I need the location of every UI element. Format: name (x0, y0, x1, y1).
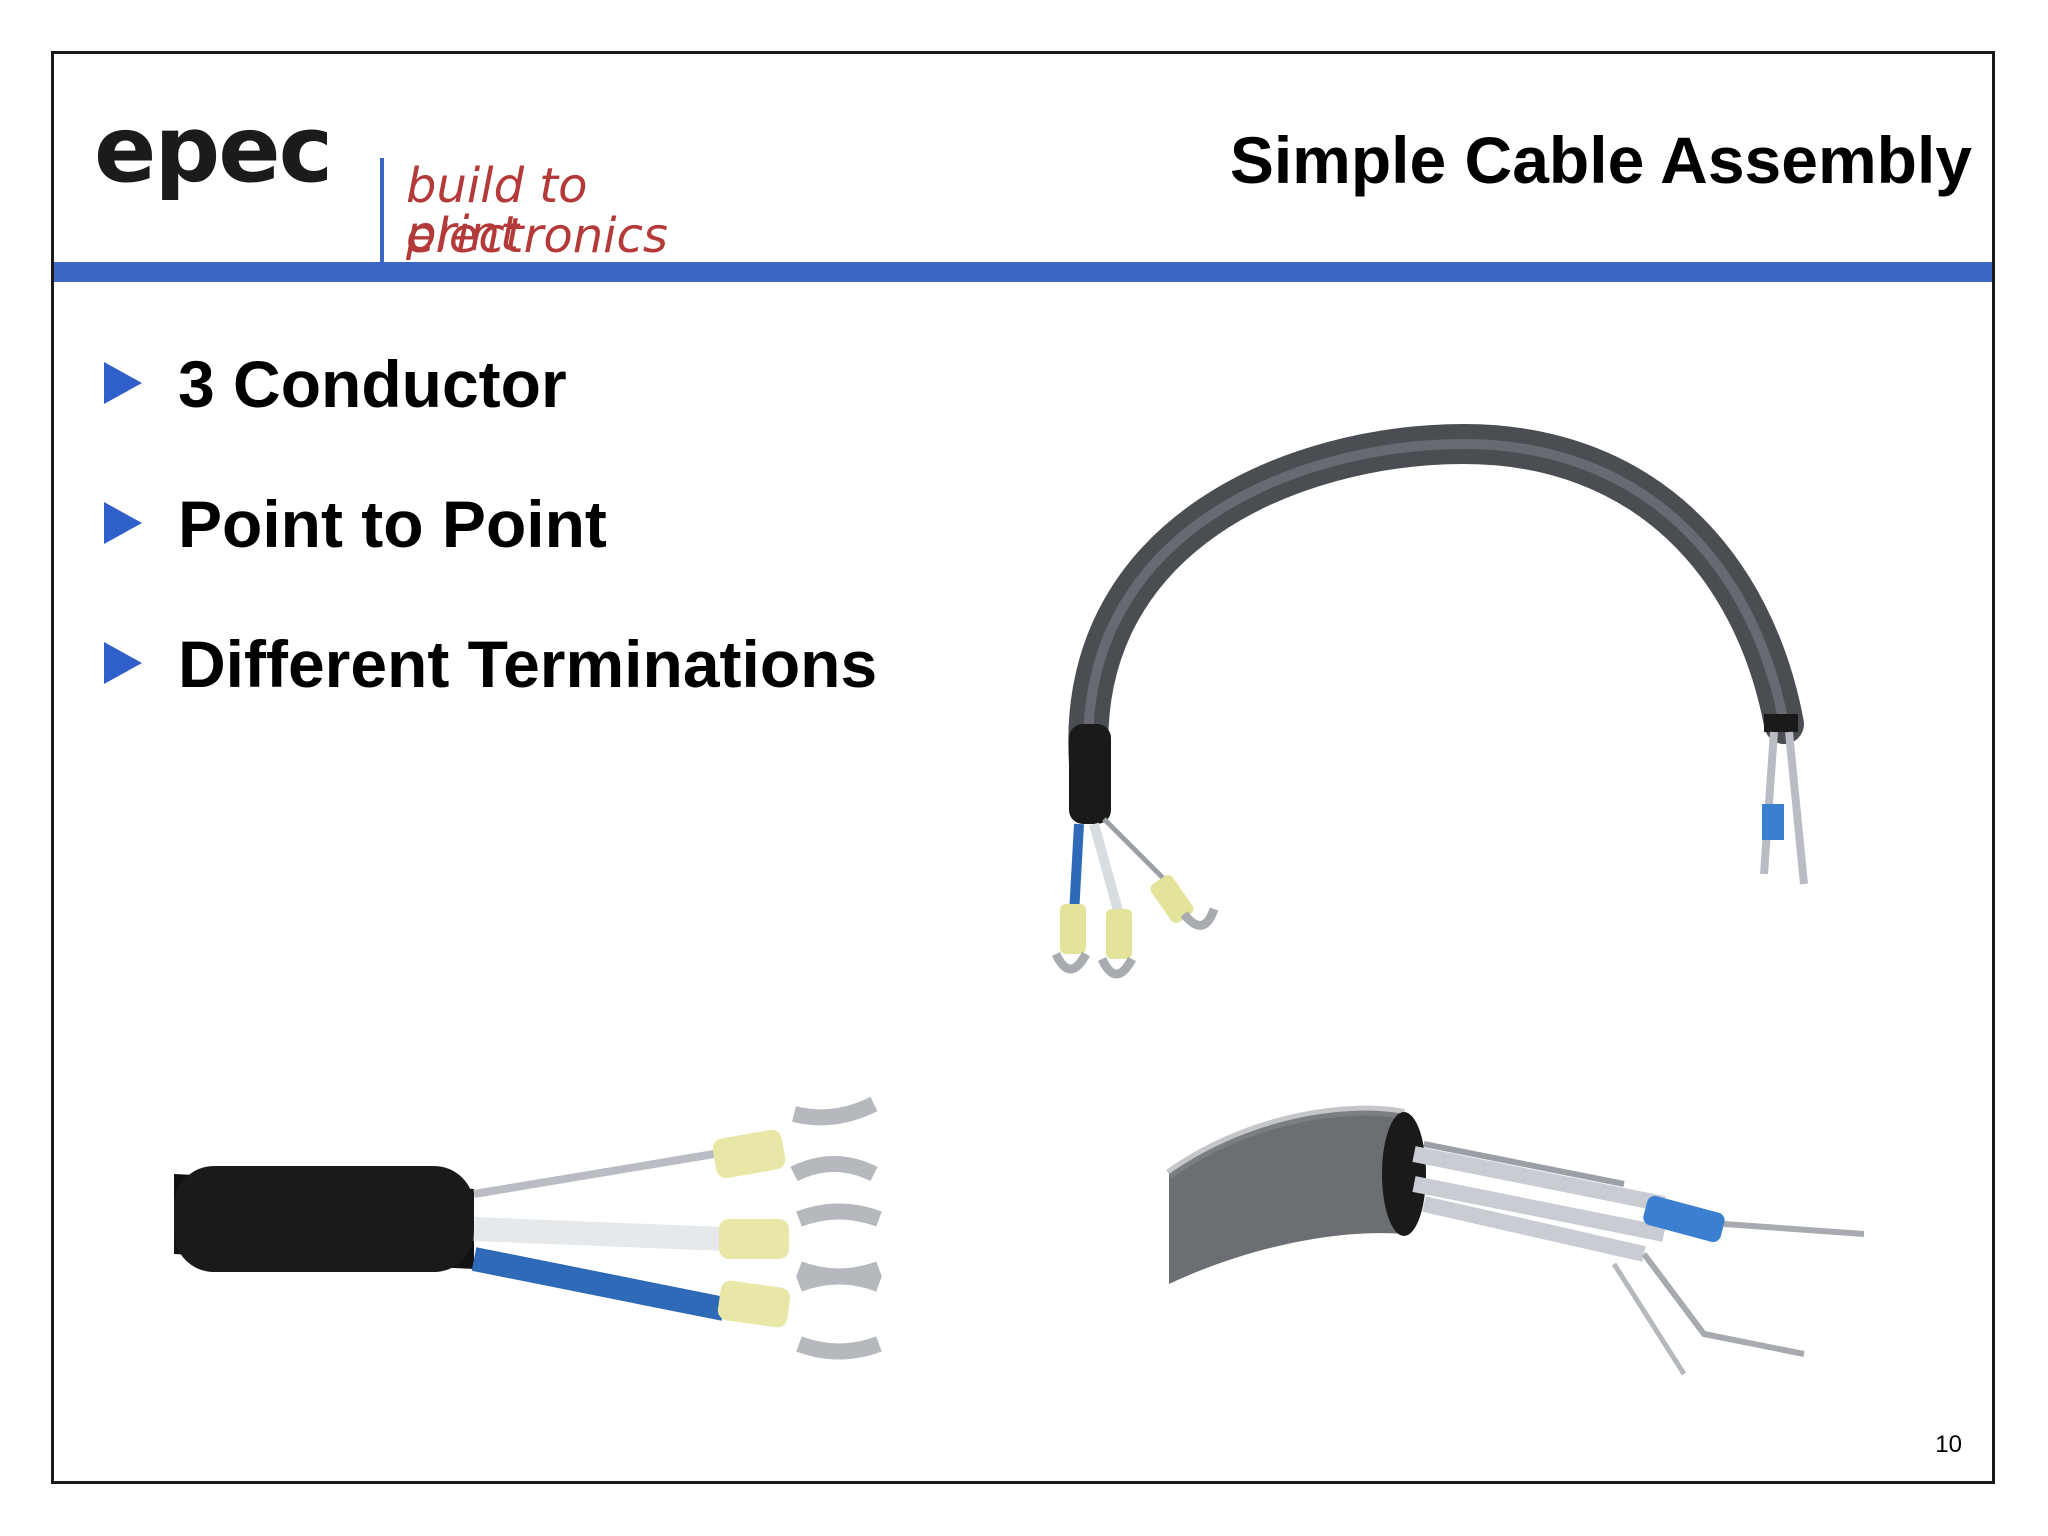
epec-logo: epec build to print electronics (94, 96, 714, 262)
bullet-text: 3 Conductor (178, 347, 567, 421)
logo-wordmark: epec (94, 96, 333, 203)
logo-tagline-line2: electronics (406, 208, 668, 264)
bullet-triangle-icon (104, 642, 142, 684)
slide-title: Simple Cable Assembly (1229, 123, 1972, 197)
bullet-text: Different Terminations (178, 627, 878, 701)
bullet-text: Point to Point (178, 487, 607, 561)
bullet-triangle-icon (104, 502, 142, 544)
page-number: 10 (1935, 1431, 1962, 1458)
spade-terminals-closeup-photo (174, 1096, 882, 1360)
full-cable-assembly-photo (1051, 423, 1808, 979)
slide: epec build to print electronics Simple C… (51, 51, 1995, 1484)
logo-tagline-line1: build to print (406, 158, 588, 262)
bullet-triangle-icon (104, 362, 142, 404)
shielded-end-closeup-photo (1166, 1105, 1865, 1376)
header-rule (54, 262, 1992, 282)
logo-divider (380, 158, 384, 262)
